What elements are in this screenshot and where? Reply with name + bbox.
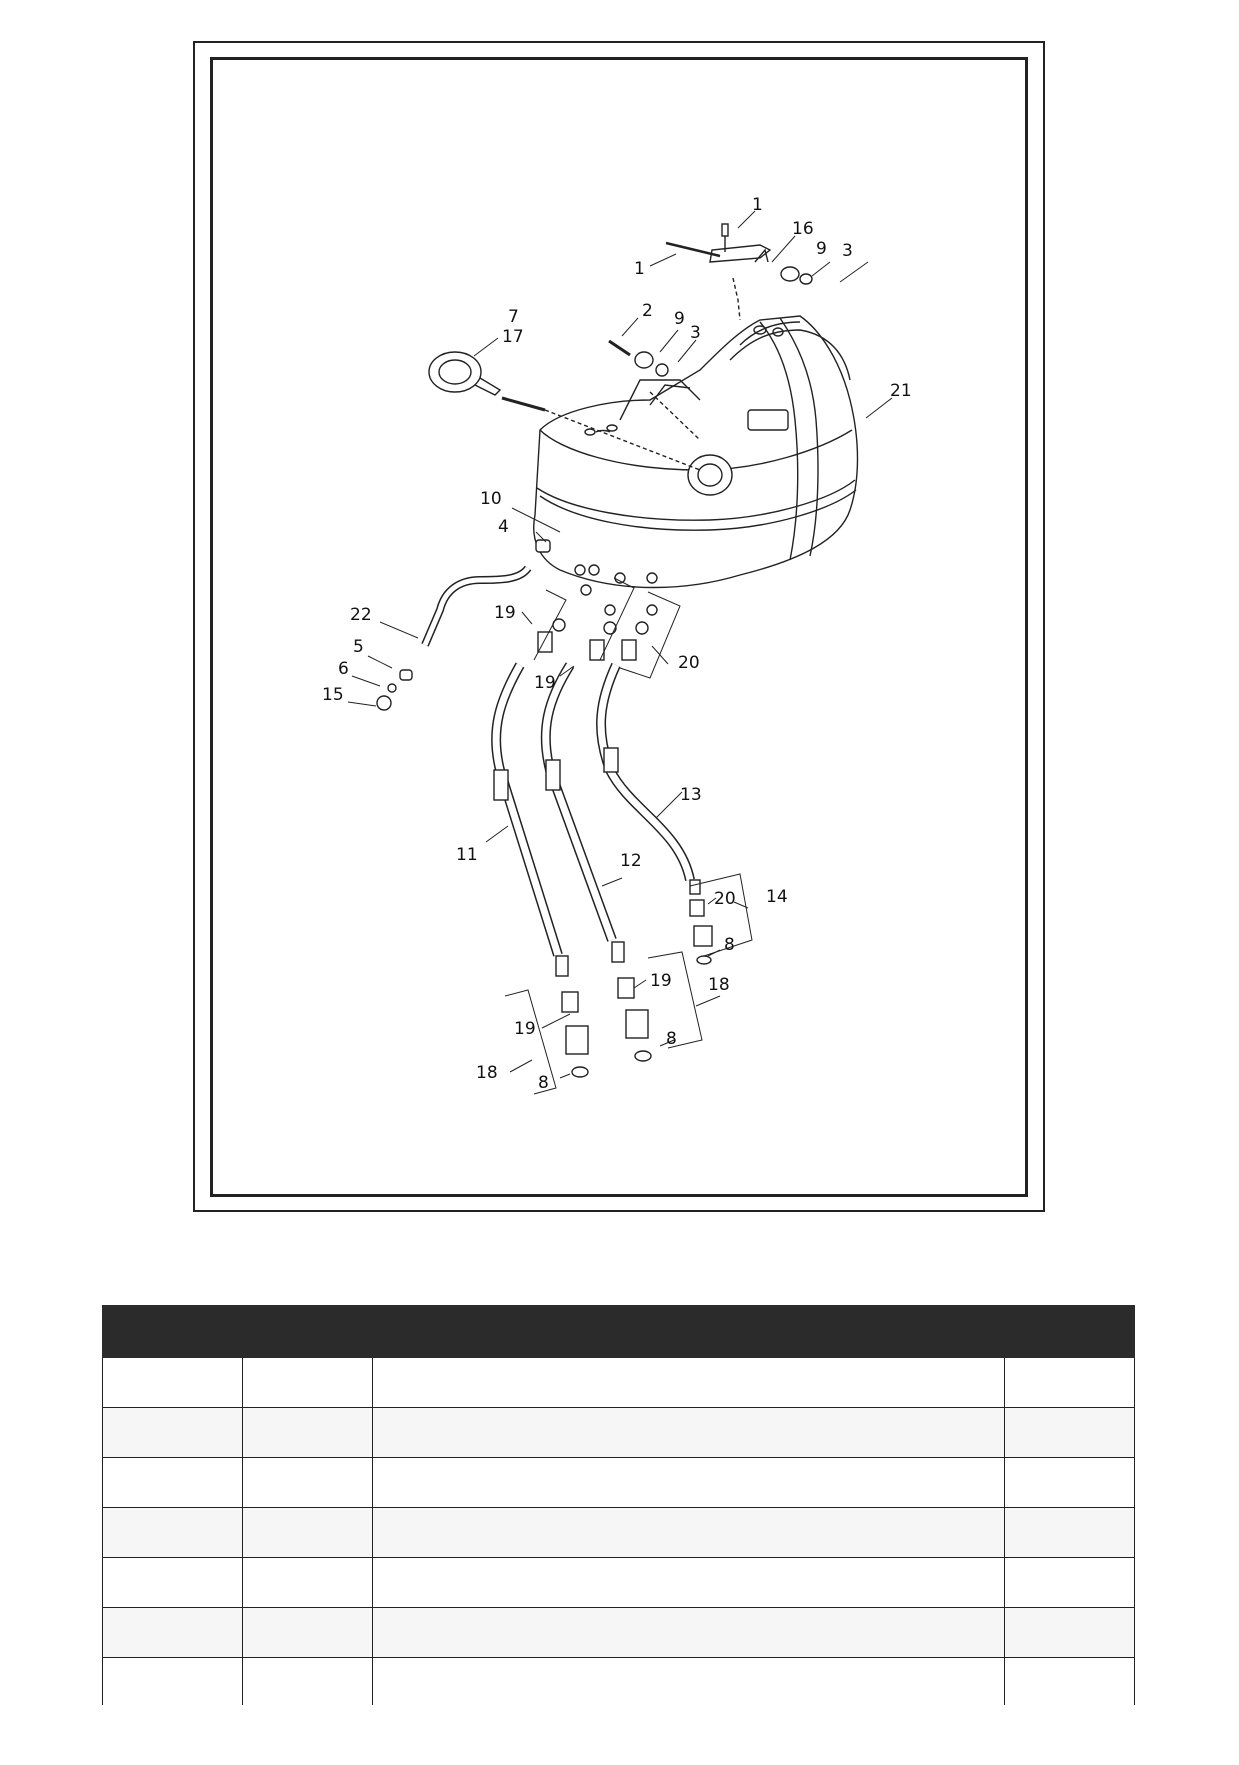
callout-9a: 9 [816, 239, 827, 259]
table-cell [102, 1407, 243, 1458]
table-cell [102, 1357, 243, 1408]
diagram-frame-outer [193, 41, 1045, 1212]
header-cell [1004, 1305, 1135, 1358]
callout-19c: 19 [650, 971, 672, 991]
callout-5: 5 [353, 637, 364, 657]
callout-18a: 18 [708, 975, 730, 995]
table-cell [242, 1607, 373, 1658]
table-cell [372, 1657, 1005, 1707]
callout-12: 12 [620, 851, 642, 871]
callout-2: 2 [642, 301, 653, 321]
table-cell [102, 1507, 243, 1558]
oil-tank-drawing [533, 315, 859, 589]
table-cell [1004, 1557, 1135, 1608]
table-cell [372, 1557, 1005, 1608]
table-cell [242, 1557, 373, 1608]
table-cell [372, 1407, 1005, 1458]
callout-19d: 19 [514, 1019, 536, 1039]
callout-14: 14 [766, 887, 788, 907]
parts-list-table [102, 1305, 1135, 1707]
filler-cap-drawing [428, 351, 701, 471]
table-cell [1004, 1457, 1135, 1508]
header-cell [372, 1305, 1005, 1358]
table-cell [1004, 1407, 1135, 1458]
table-cell [372, 1607, 1005, 1658]
callout-16: 16 [792, 219, 814, 239]
callout-1b: 1 [634, 259, 645, 279]
callout-22: 22 [350, 605, 372, 625]
table-cell [242, 1457, 373, 1508]
callout-20a: 20 [678, 653, 700, 673]
callout-7: 7 [508, 307, 519, 327]
callout-13: 13 [680, 785, 702, 805]
table-row [102, 1357, 1135, 1408]
table-cell [372, 1507, 1005, 1558]
breather-hose-drawing [376, 539, 551, 711]
table-cell [102, 1457, 243, 1508]
callout-11: 11 [456, 845, 478, 865]
page-bottom-clip [0, 1705, 1239, 1765]
table-cell [242, 1407, 373, 1458]
callout-1a: 1 [752, 195, 763, 215]
mounting-bracket-drawing [608, 223, 813, 441]
table-cell [372, 1457, 1005, 1508]
oil-hoses-drawing [491, 662, 713, 1078]
table-cell [242, 1657, 373, 1707]
callout-15: 15 [322, 685, 344, 705]
leader-lines [347, 210, 893, 1079]
table-row [102, 1507, 1135, 1558]
header-cell [242, 1305, 373, 1358]
callout-3b: 3 [690, 323, 701, 343]
table-row [102, 1407, 1135, 1458]
callout-8c: 8 [538, 1073, 549, 1093]
table-cell [1004, 1657, 1135, 1707]
table-header-row [102, 1305, 1135, 1358]
table-cell [1004, 1357, 1135, 1408]
callout-21: 21 [890, 381, 912, 401]
callout-19a: 19 [494, 603, 516, 623]
callout-9b: 9 [674, 309, 685, 329]
table-row [102, 1557, 1135, 1608]
banjo-fittings-drawing [537, 564, 658, 661]
table-row [102, 1657, 1135, 1707]
table-cell [242, 1507, 373, 1558]
callout-10: 10 [480, 489, 502, 509]
table-row [102, 1607, 1135, 1658]
table-cell [1004, 1607, 1135, 1658]
table-cell [372, 1357, 1005, 1408]
table-row [102, 1457, 1135, 1508]
callout-19b: 19 [534, 673, 556, 693]
header-cell [102, 1305, 243, 1358]
callout-8b: 8 [666, 1029, 677, 1049]
callout-4: 4 [498, 517, 509, 537]
callout-17: 17 [502, 327, 524, 347]
callout-8a: 8 [724, 935, 735, 955]
callout-6: 6 [338, 659, 349, 679]
callout-labels: 1 1 16 9 3 2 9 3 7 17 21 10 4 22 19 5 6 … [322, 195, 912, 1093]
callout-3a: 3 [842, 241, 853, 261]
table-cell [1004, 1507, 1135, 1558]
table-cell [102, 1557, 243, 1608]
callout-18b: 18 [476, 1063, 498, 1083]
table-cell [102, 1657, 243, 1707]
diagram-frame-inner [210, 57, 1028, 1197]
table-cell [242, 1357, 373, 1408]
kit-brackets [504, 577, 753, 1095]
callout-20b: 20 [714, 889, 736, 909]
table-cell [102, 1607, 243, 1658]
